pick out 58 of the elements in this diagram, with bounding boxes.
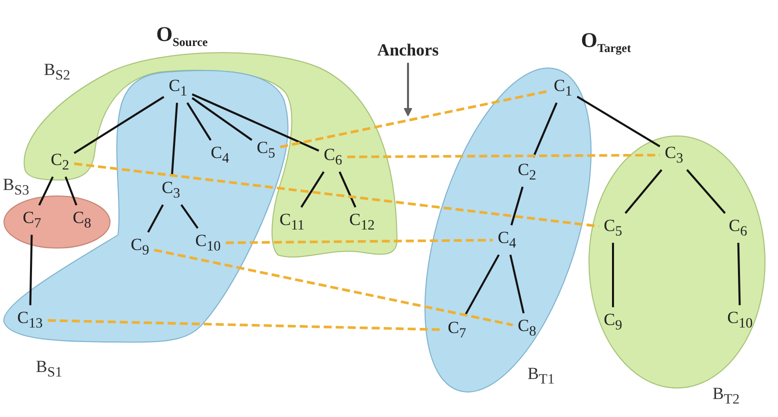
block-title: B$_{T1}$ — [527, 364, 555, 388]
concept-label: C$_{2}$ — [50, 150, 70, 174]
line — [576, 96, 660, 148]
concept-label: C$_{11}$ — [280, 210, 304, 234]
concept-label: C$_{8}$ — [518, 316, 536, 340]
dashed-line — [154, 248, 514, 326]
block-title: B$_{T2}$ — [712, 384, 740, 408]
callout-label: Anchors — [377, 40, 439, 60]
line — [464, 254, 500, 316]
line — [147, 204, 164, 233]
line — [74, 96, 164, 154]
line — [532, 102, 558, 158]
dashed-line — [226, 238, 493, 244]
concept-label: C$_{7}$ — [448, 318, 466, 342]
dashed-line — [347, 154, 660, 158]
concept-label: C$_{12}$ — [349, 210, 375, 234]
line — [510, 186, 524, 226]
line — [186, 102, 212, 141]
concept-label: C$_{9}$ — [604, 310, 622, 334]
line — [192, 97, 252, 141]
block-title: B$_{S3}$ — [2, 175, 30, 199]
heading-label: O$_{Source}$ — [156, 22, 208, 50]
line — [180, 204, 199, 229]
dashed-line — [74, 162, 599, 228]
concept-label: C$_{8}$ — [72, 208, 92, 232]
block-title: B$_{S1}$ — [36, 357, 62, 381]
concept-label: C$_{4}$ — [498, 228, 516, 252]
concept-label: C$_{10}$ — [195, 231, 221, 255]
concept-label: C$_{2}$ — [518, 160, 536, 184]
concept-label: C$_{4}$ — [210, 143, 230, 167]
line — [686, 169, 726, 214]
concept-label: C$_{7}$ — [22, 208, 42, 232]
line — [338, 171, 356, 208]
concept-label: C$_{13}$ — [17, 308, 43, 332]
concept-label: C$_{3}$ — [664, 143, 684, 167]
line — [192, 93, 320, 152]
block-region — [4, 196, 110, 248]
concept-label: C$_{10}$ — [727, 308, 753, 332]
concept-label: C$_{1}$ — [168, 76, 188, 100]
block-region — [424, 68, 592, 392]
concept-label: C$_{5}$ — [604, 216, 622, 240]
line — [509, 254, 525, 314]
concept-label: C$_{5}$ — [256, 138, 276, 162]
block-title: B$_{S2}$ — [44, 60, 70, 84]
concept-label: C$_{9}$ — [130, 235, 150, 259]
concept-label: C$_{3}$ — [162, 178, 180, 202]
concept-label: C$_{6}$ — [324, 145, 342, 169]
line — [300, 171, 325, 208]
heading-label: O$_{Target}$ — [581, 28, 631, 56]
concept-label: C$_{6}$ — [728, 216, 748, 240]
block-region — [588, 136, 766, 388]
arrow — [404, 62, 412, 116]
dashed-line — [280, 90, 550, 148]
line — [737, 242, 741, 306]
line — [612, 242, 614, 308]
concept-label: C$_{1}$ — [554, 76, 572, 100]
line — [624, 169, 662, 214]
line — [171, 102, 178, 176]
